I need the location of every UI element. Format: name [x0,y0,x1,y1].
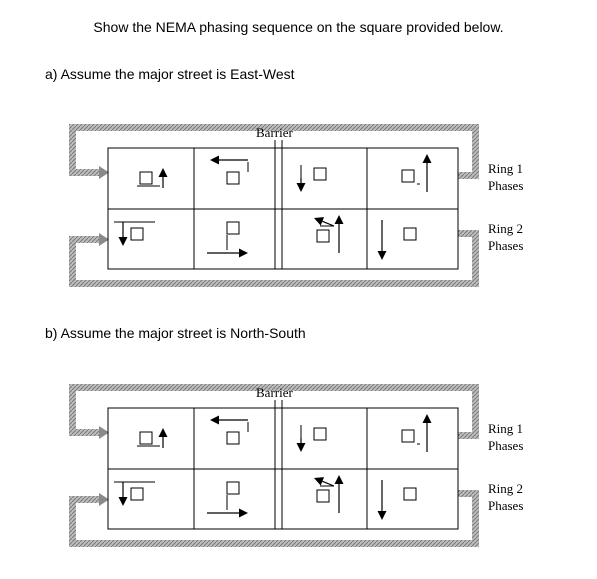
arrow-up-icon [334,475,344,513]
ring2-loop [69,490,479,547]
ring1-loop [69,124,479,179]
arrow-down-icon [118,222,128,246]
nema-diagram-b: Barrier Ring 1 Phases Ring 2 Phases [69,384,523,547]
ring1-label-line2: Phases [488,438,523,453]
vehicle-box-icon [403,487,417,501]
instruction-heading: Show the NEMA phasing sequence on the sq… [93,19,504,35]
arrow-up-icon [422,414,432,452]
vehicle-box-icon [139,171,153,185]
arrow-up-icon [334,215,344,253]
arrow-up-icon [422,154,432,192]
arrow-up-icon [158,168,168,188]
vehicle-box-icon [313,427,327,441]
ring1-label-line2: Phases [488,178,523,193]
ring1-label-line1: Ring 1 [488,421,523,436]
vehicle-box-icon [130,227,144,241]
arrow-right-icon [207,248,248,258]
arrow-down-icon [296,178,306,192]
ring2-label-line2: Phases [488,238,523,253]
vehicle-box-icon [401,429,415,443]
vehicle-box-icon [226,431,240,445]
vehicle-box-icon [139,431,153,445]
arrow-right-icon [207,508,248,518]
phase-grid [107,400,459,530]
ring1-loop [69,384,479,439]
arrow-down-icon [377,220,387,260]
arrow-down-icon [377,480,387,520]
phase-grid [107,140,459,270]
vehicle-box-icon [401,169,415,183]
arrow-left-icon [210,155,248,165]
barrier-label: Barrier [256,385,293,400]
arrow-up-icon [158,428,168,448]
ring2-label-line1: Ring 2 [488,221,523,236]
arrow-left-icon [210,415,248,425]
ring2-label-line2: Phases [488,498,523,513]
arrow-left-icon [314,477,335,487]
vehicle-box-icon [226,481,240,495]
barrier-label: Barrier [256,125,293,140]
vehicle-box-icon [403,227,417,241]
ring1-label-line1: Ring 1 [488,161,523,176]
arrow-down-icon [118,482,128,506]
vehicle-box-icon [316,229,330,243]
part-b-label: b) Assume the major street is North-Sout… [45,325,306,341]
arrow-left-icon [314,217,335,227]
vehicle-box-icon [226,171,240,185]
part-a-label: a) Assume the major street is East-West [45,66,295,82]
vehicle-box-icon [313,167,327,181]
ring2-label-line1: Ring 2 [488,481,523,496]
vehicle-box-icon [130,487,144,501]
ring2-loop [69,230,479,287]
vehicle-box-icon [316,489,330,503]
vehicle-box-icon [226,221,240,235]
nema-diagram-a: Barrier Ring 1 Phases Ring 2 Phases [69,124,523,287]
arrow-down-icon [296,438,306,452]
